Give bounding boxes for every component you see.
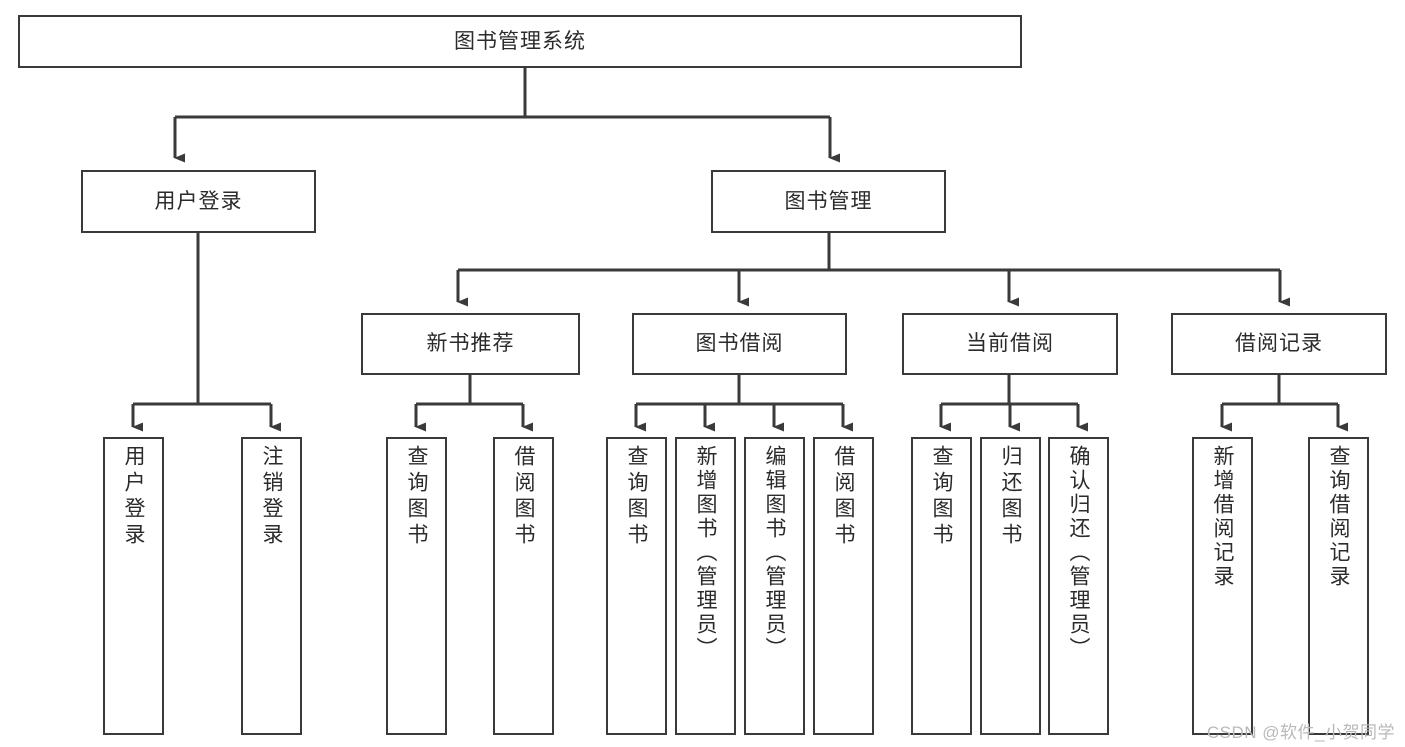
leaf-book-borrow-add-book-admin[interactable]: 新增图书（管理员） bbox=[675, 437, 736, 735]
leaf-label: 查询图书 bbox=[405, 445, 429, 549]
leaf-current-borrow-query-book[interactable]: 查询图书 bbox=[911, 437, 972, 735]
leaf-label: 借阅图书 bbox=[512, 445, 536, 549]
leaf-label: 注销登录 bbox=[260, 445, 284, 549]
node-borrow-record[interactable]: 借阅记录 bbox=[1171, 313, 1387, 375]
node-user-login[interactable]: 用户登录 bbox=[81, 170, 316, 233]
node-book-management[interactable]: 图书管理 bbox=[711, 170, 946, 233]
leaf-borrow-record-query-record[interactable]: 查询借阅记录 bbox=[1308, 437, 1369, 735]
leaf-label: 确认归还（管理员） bbox=[1067, 445, 1091, 661]
csdn-watermark: CSDN @软件_小贺同学 bbox=[1206, 723, 1395, 742]
leaf-borrow-record-add-record[interactable]: 新增借阅记录 bbox=[1192, 437, 1253, 735]
leaf-book-borrow-edit-book-admin[interactable]: 编辑图书（管理员） bbox=[744, 437, 805, 735]
leaf-label: 查询图书 bbox=[625, 445, 649, 549]
leaf-user-login-login[interactable]: 用户登录 bbox=[103, 437, 164, 735]
leaf-label: 归还图书 bbox=[999, 445, 1023, 549]
leaf-book-borrow-borrow-book[interactable]: 借阅图书 bbox=[813, 437, 874, 735]
leaf-current-borrow-return-book[interactable]: 归还图书 bbox=[980, 437, 1041, 735]
node-current-borrow[interactable]: 当前借阅 bbox=[902, 313, 1118, 375]
leaf-label: 查询借阅记录 bbox=[1327, 445, 1351, 589]
leaf-label: 编辑图书（管理员） bbox=[763, 445, 787, 661]
leaf-label: 查询图书 bbox=[930, 445, 954, 549]
leaf-new-book-borrow-book[interactable]: 借阅图书 bbox=[493, 437, 554, 735]
node-root-system[interactable]: 图书管理系统 bbox=[18, 15, 1022, 68]
node-book-borrow[interactable]: 图书借阅 bbox=[632, 313, 847, 375]
leaf-label: 借阅图书 bbox=[832, 445, 856, 549]
leaf-user-login-logout[interactable]: 注销登录 bbox=[241, 437, 302, 735]
leaf-label: 新增借阅记录 bbox=[1211, 445, 1235, 589]
leaf-book-borrow-query-book[interactable]: 查询图书 bbox=[606, 437, 667, 735]
leaf-label: 用户登录 bbox=[122, 445, 146, 549]
leaf-current-borrow-confirm-return-admin[interactable]: 确认归还（管理员） bbox=[1048, 437, 1109, 735]
leaf-new-book-query-book[interactable]: 查询图书 bbox=[386, 437, 447, 735]
node-new-book-recommend[interactable]: 新书推荐 bbox=[361, 313, 580, 375]
leaf-label: 新增图书（管理员） bbox=[694, 445, 718, 661]
